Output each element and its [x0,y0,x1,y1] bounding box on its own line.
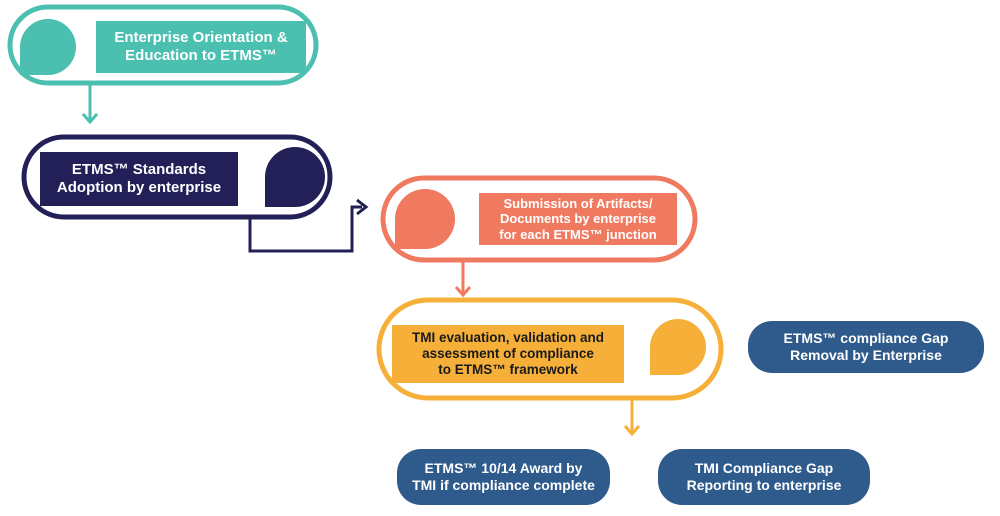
step2-drop-icon [265,147,325,207]
step4-drop-icon [650,319,706,375]
award-box: ETMS™ 10/14 Award by TMI if compliance c… [397,449,610,505]
step1-label: Enterprise Orientation & Education to ET… [96,21,306,73]
step3-label: Submission of Artifacts/ Documents by en… [479,193,677,245]
award-text: ETMS™ 10/14 Award by TMI if compliance c… [412,459,595,494]
step4-label: TMI evaluation, validation and assessmen… [392,325,624,383]
step2-text: ETMS™ Standards Adoption by enterprise [56,161,222,196]
gap-removal-box: ETMS™ compliance Gap Removal by Enterpri… [748,321,984,373]
connector-step3-to-step4 [454,260,472,298]
step3-text: Submission of Artifacts/ Documents by en… [499,195,657,242]
step1-shape [7,4,319,86]
step3-shape [380,175,698,263]
gap-reporting-text: TMI Compliance Gap Reporting to enterpri… [686,459,842,494]
gap-removal-text: ETMS™ compliance Gap Removal by Enterpri… [783,329,949,364]
step1-drop-icon [20,19,76,75]
step2-label: ETMS™ Standards Adoption by enterprise [40,152,238,206]
step1-text: Enterprise Orientation & Education to ET… [114,29,288,64]
step2-shape [21,134,369,253]
step4-shape [376,297,724,401]
step4-text: TMI evaluation, validation and assessmen… [411,329,605,378]
gap-reporting-box: TMI Compliance Gap Reporting to enterpri… [658,449,870,505]
connector-step1-to-step2 [81,83,99,125]
connector-step4-to-outcomes [623,398,641,437]
step3-drop-icon [395,189,455,249]
